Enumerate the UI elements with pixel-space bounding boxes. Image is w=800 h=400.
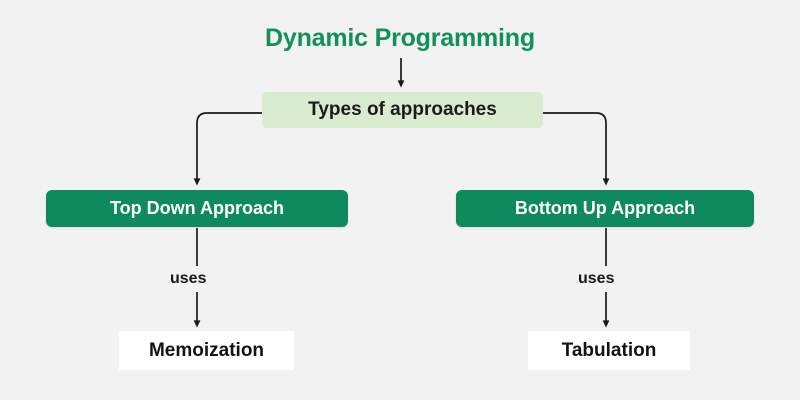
node-top-down-approach: Top Down Approach (46, 190, 348, 227)
edge-types-to-topdown (193, 112, 262, 186)
node-memoization: Memoization (119, 331, 294, 370)
diagram-title: Dynamic Programming (265, 23, 535, 52)
node-types-of-approaches: Types of approaches (262, 92, 543, 128)
edge-label-uses-left: uses (170, 270, 207, 287)
node-bottom-up-approach: Bottom Up Approach (456, 190, 754, 227)
node-tabulation: Tabulation (528, 331, 690, 370)
edge-label-uses-right: uses (578, 270, 615, 287)
edge-types-to-bottomup (543, 112, 610, 186)
